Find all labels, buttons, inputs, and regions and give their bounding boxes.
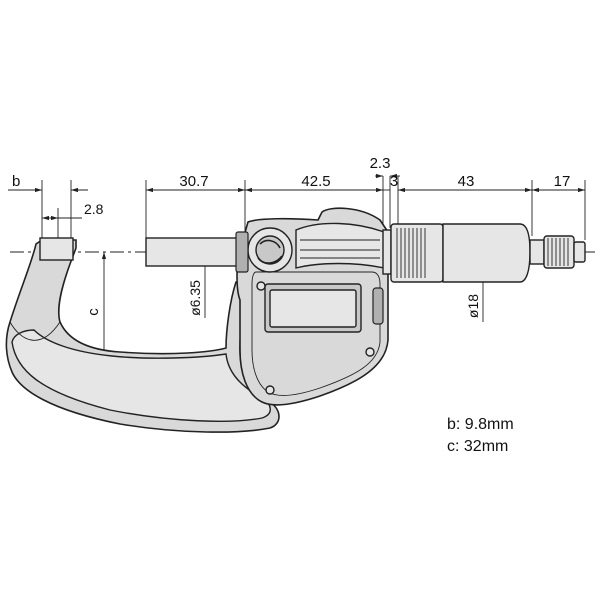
- anvil: [39, 237, 74, 261]
- dim-spindle-diameter-label: ø6.35: [187, 280, 203, 316]
- dim-2-3-label: 2.3: [370, 155, 391, 172]
- main-body: [235, 207, 389, 406]
- dim-30-7-label: 30.7: [179, 173, 208, 190]
- screw-icon: [256, 281, 266, 291]
- screw-icon: [365, 347, 375, 357]
- dim-2-8-label: 2.8: [84, 201, 104, 217]
- dim-b-label: b: [12, 173, 20, 190]
- dim-42-5-label: 42.5: [301, 173, 330, 190]
- thimble: [382, 223, 531, 283]
- legend-c: c: 32mm: [447, 438, 508, 455]
- ratchet: [529, 235, 586, 269]
- dim-thimble-diameter-label: ø18: [465, 294, 481, 318]
- screw-icon: [265, 385, 275, 395]
- dim-3-label: 3: [390, 173, 398, 190]
- frame: [5, 237, 280, 433]
- legend-b: b: 9.8mm: [447, 416, 514, 433]
- dim-43-label: 43: [458, 173, 475, 190]
- spindle: [145, 237, 247, 267]
- dim-c-label: c: [85, 308, 102, 316]
- dim-17-label: 17: [554, 173, 571, 190]
- side-button: [372, 287, 384, 325]
